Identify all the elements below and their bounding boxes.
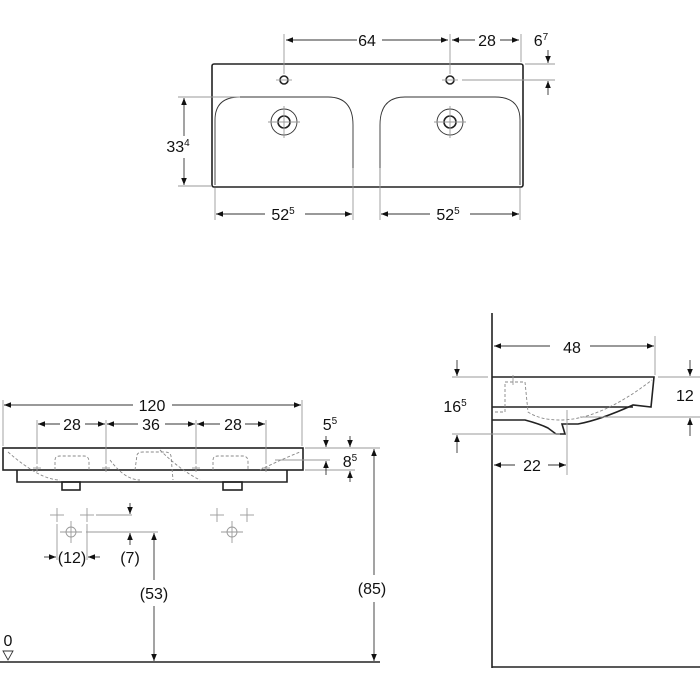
dim-28-left: 28 <box>38 417 105 434</box>
floor-level-marker-icon <box>2 650 14 661</box>
svg-text:55: 55 <box>323 416 338 434</box>
drain-right <box>434 106 466 138</box>
dim-28-top: 28 <box>452 33 519 50</box>
dim-28-right: 28 <box>197 417 265 434</box>
svg-text:525: 525 <box>436 206 460 224</box>
supply-connections <box>50 508 254 543</box>
svg-text:(53): (53) <box>140 586 168 603</box>
drain-outlet-left <box>61 481 81 491</box>
dim-52-5-left: 525 <box>216 206 352 224</box>
top-view: 64 28 67 334 525 525 <box>166 32 555 224</box>
dim-53: (53) <box>140 533 168 661</box>
svg-text:85: 85 <box>343 453 358 471</box>
dim-16-5: 165 <box>443 360 467 453</box>
dim-52-5-right: 525 <box>381 206 519 224</box>
svg-text:67: 67 <box>534 32 549 50</box>
svg-text:120: 120 <box>139 398 166 415</box>
svg-text:(85): (85) <box>358 581 386 598</box>
dim-36: 36 <box>107 417 195 434</box>
dim-6-7: 67 <box>534 32 551 95</box>
left-basin-bowl <box>214 96 354 185</box>
dim-8-5: 85 <box>343 453 358 482</box>
svg-text:22: 22 <box>523 458 541 475</box>
washbasin-outline-top <box>211 63 524 188</box>
svg-text:525: 525 <box>271 206 295 224</box>
washbasin-profile <box>492 376 655 435</box>
svg-text:28: 28 <box>224 417 242 434</box>
right-basin-bowl <box>379 96 521 185</box>
dim-85: (85) <box>358 449 386 661</box>
svg-text:36: 36 <box>142 417 160 434</box>
dim-33-4: 334 <box>166 98 190 185</box>
svg-text:64: 64 <box>358 33 376 50</box>
svg-text:(7): (7) <box>120 550 140 567</box>
svg-text:28: 28 <box>63 417 81 434</box>
dim-64: 64 <box>286 33 448 50</box>
dim-22: 22 <box>494 458 566 475</box>
svg-text:334: 334 <box>166 138 190 156</box>
washbasin-slab-front <box>2 447 304 471</box>
dim-7: (7) <box>120 503 140 567</box>
svg-text:165: 165 <box>443 398 467 416</box>
drain-left <box>268 106 300 138</box>
tap-marks-front <box>33 466 270 472</box>
svg-text:28: 28 <box>478 33 496 50</box>
svg-text:12: 12 <box>676 388 694 405</box>
drain-outlet-right <box>222 481 243 491</box>
dim-48: 48 <box>494 340 654 357</box>
tap-hole-right <box>442 75 458 85</box>
washbasin-body-front <box>16 470 288 483</box>
dim-5-5: 55 <box>323 416 353 475</box>
dim-120: 120 <box>3 398 301 415</box>
side-view: 48 165 12 22 <box>443 313 700 668</box>
dim-12: (12) <box>44 550 100 567</box>
front-view: 120 28 36 28 55 85 ( <box>0 398 386 663</box>
dim-12-side: 12 <box>676 360 694 436</box>
svg-text:48: 48 <box>563 340 581 357</box>
svg-text:(12): (12) <box>58 550 86 567</box>
tap-hole-left <box>276 75 292 85</box>
svg-text:0: 0 <box>4 633 13 650</box>
